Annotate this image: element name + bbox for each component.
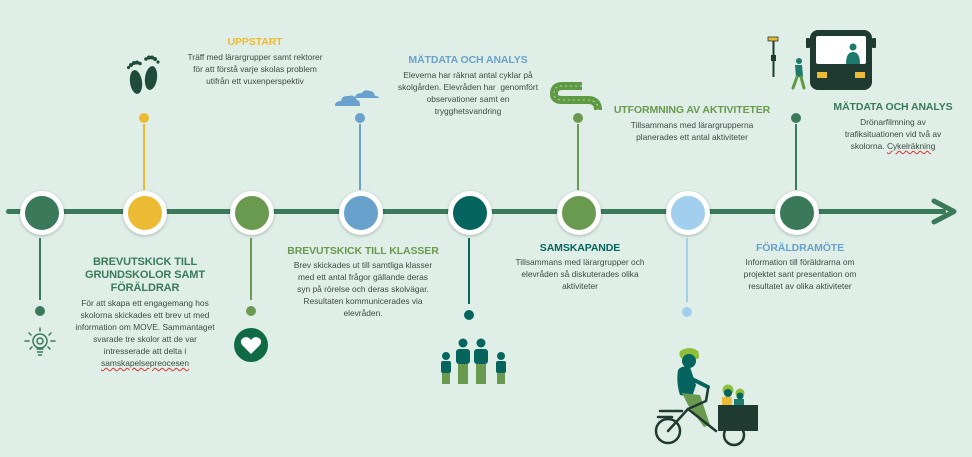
description-line: för att förstå varje skolas problem: [193, 64, 317, 74]
milestone-description: Tillsammans med lärargrupper och elevråd…: [490, 256, 670, 292]
bus-icon: [767, 30, 876, 90]
milestone-description: Drönarfilmning av trafiksituationen vid …: [818, 116, 968, 152]
description-line: aktiviteter: [562, 281, 598, 291]
misspelled-word: samskapelsepreocesen: [101, 358, 189, 368]
description-line: information om MOVE. Sammantaget: [75, 322, 215, 332]
description-line: intresserade att delta i: [103, 346, 187, 356]
description-line: skolorna skickades ett brev ut med: [80, 310, 210, 320]
timeline-node-brevutskick-klasser[interactable]: [230, 191, 274, 235]
description-line: Resultaten kommunicerades via: [303, 296, 423, 306]
timeline-node-matdata-1[interactable]: [339, 191, 383, 235]
cargo-bike-icon: [654, 348, 758, 447]
footprints-icon: [126, 55, 160, 94]
description-line: Information till föräldrarna om: [745, 257, 855, 267]
stem-samskapande: [468, 238, 470, 304]
description-line: skolorna. Cykelräkning: [818, 140, 968, 152]
milestone-utformning: UTFORMNING AV AKTIVITETER Tillsammans me…: [606, 104, 778, 143]
timeline-node-utformning[interactable]: [557, 191, 601, 235]
road-icon: [549, 82, 602, 111]
description-line: Drönarfilmning av: [860, 117, 926, 127]
description-line: trafiksituationen vid två av: [844, 129, 942, 139]
milestone-matdata-1: MÄTDATA OCH ANALYS Eleverna har räknat a…: [382, 54, 554, 117]
description-line: projektet sant presentation om: [743, 269, 857, 279]
milestone-title: BREVUTSKICK TILL GRUNDSKOLOR SAMT FÖRÄLD…: [65, 256, 225, 295]
description-line: observationer samt en: [426, 94, 510, 104]
milestone-brevutskick-grundskolor: BREVUTSKICK TILL GRUNDSKOLOR SAMT FÖRÄLD…: [65, 256, 225, 369]
timeline-node-uppstart[interactable]: [123, 191, 167, 235]
title-line: BREVUTSKICK TILL: [92, 256, 198, 268]
stem-dot-matdata-1: [355, 113, 365, 123]
timeline-node-start[interactable]: [20, 191, 64, 235]
milestone-uppstart: UPPSTART Träff med lärargrupper samt rek…: [165, 36, 345, 87]
timeline-node-samskapande[interactable]: [448, 191, 492, 235]
milestone-foraldramote: FÖRÄLDRAMÖTE Information till föräldrarn…: [710, 242, 890, 292]
stem-dot-foraldramote: [682, 307, 692, 317]
stem-dot-uppstart: [139, 113, 149, 123]
description-line: elevråden.: [343, 308, 383, 318]
stem-foraldramote: [686, 238, 688, 302]
milestone-description: Brev skickades ut till samtliga klasser …: [268, 259, 458, 319]
stem-dot-matdata-2: [791, 113, 801, 123]
title-line: GRUNDSKOLOR SAMT: [84, 269, 205, 281]
family-icon: [441, 338, 506, 384]
milestone-description: Eleverna har räknat antal cyklar på skol…: [382, 69, 554, 117]
description-line: trygghetsvandring: [434, 106, 502, 116]
description-line: Tillsammans med lärargrupperna: [630, 120, 754, 130]
description-line: Brev skickades ut till samtliga klasser: [293, 260, 433, 270]
milestone-title: BREVUTSKICK TILL KLASSER: [287, 245, 439, 257]
timeline-node-matdata-2[interactable]: [775, 191, 819, 235]
description-line: syn på rörelse och deras skolvägar.: [297, 284, 429, 294]
stem-dot-samskapande: [464, 310, 474, 320]
description-line: utifrån ett vuxenperspektiv: [206, 76, 304, 86]
description-line: Tillsammans med lärargrupper och: [515, 257, 645, 267]
milestone-title: SAMSKAPANDE: [539, 242, 621, 254]
stem-start: [39, 238, 41, 300]
description-line: skolgården. Elevråden har genomfört: [397, 82, 539, 92]
description-line: samskapelsepreocesen: [65, 357, 225, 369]
milestone-samskapande: SAMSKAPANDE Tillsammans med lärargrupper…: [490, 242, 670, 292]
milestone-matdata-2: MÄTDATA OCH ANALYS Drönarfilmning av tra…: [818, 101, 968, 152]
milestone-description: För att skapa ett engagemang hos skolorn…: [65, 297, 225, 369]
milestone-brevutskick-klasser: BREVUTSKICK TILL KLASSER Brev skickades …: [268, 245, 458, 319]
stem-uppstart: [143, 124, 145, 190]
description-line: Eleverna har räknat antal cyklar på: [403, 70, 533, 80]
description-line: Träff med lärargrupper samt rektorer: [187, 52, 323, 62]
stem-matdata-2: [795, 124, 797, 190]
description-line: planerades ett antal aktiviteter: [636, 132, 748, 142]
milestone-title: UTFORMNING AV AKTIVITETER: [613, 104, 771, 116]
milestone-title: FÖRÄLDRAMÖTE: [755, 242, 845, 254]
timeline-arrowhead-icon: [931, 198, 957, 225]
stem-dot-brevutskick-klasser: [246, 306, 256, 316]
clouds-icon: [335, 90, 379, 106]
milestone-description: Träff med lärargrupper samt rektorer för…: [165, 51, 345, 87]
description-line: svarade tre skolor att de var: [93, 334, 197, 344]
stem-matdata-1: [359, 124, 361, 190]
description-line: För att skapa ett engagemang hos: [81, 298, 209, 308]
description-line-text: skolorna. Cykelräkning: [850, 141, 936, 151]
heart-icon: [234, 328, 268, 362]
milestone-title: MÄTDATA OCH ANALYS: [408, 54, 528, 66]
misspelled-word: Cykelräkning: [886, 141, 936, 151]
milestone-description: Tillsammans med lärargrupperna planerade…: [606, 119, 778, 143]
description-line: med ett antal frågor gällande deras: [298, 272, 428, 282]
stem-brevutskick-klasser: [250, 238, 252, 300]
stem-utformning: [577, 124, 579, 190]
stem-dot-utformning: [573, 113, 583, 123]
lightbulb-icon: [24, 327, 56, 356]
title-line: FÖRÄLDRAR: [110, 282, 180, 294]
stem-dot-start: [35, 306, 45, 316]
timeline-node-foraldramote[interactable]: [666, 191, 710, 235]
description-line: elevråden så diskuterades olika: [521, 269, 639, 279]
milestone-title: UPPSTART: [227, 36, 283, 48]
description-line: resultatet av olika aktiviteter: [748, 281, 852, 291]
milestone-description: Information till föräldrarna om projekte…: [710, 256, 890, 292]
milestone-title: MÄTDATA OCH ANALYS: [833, 101, 953, 113]
